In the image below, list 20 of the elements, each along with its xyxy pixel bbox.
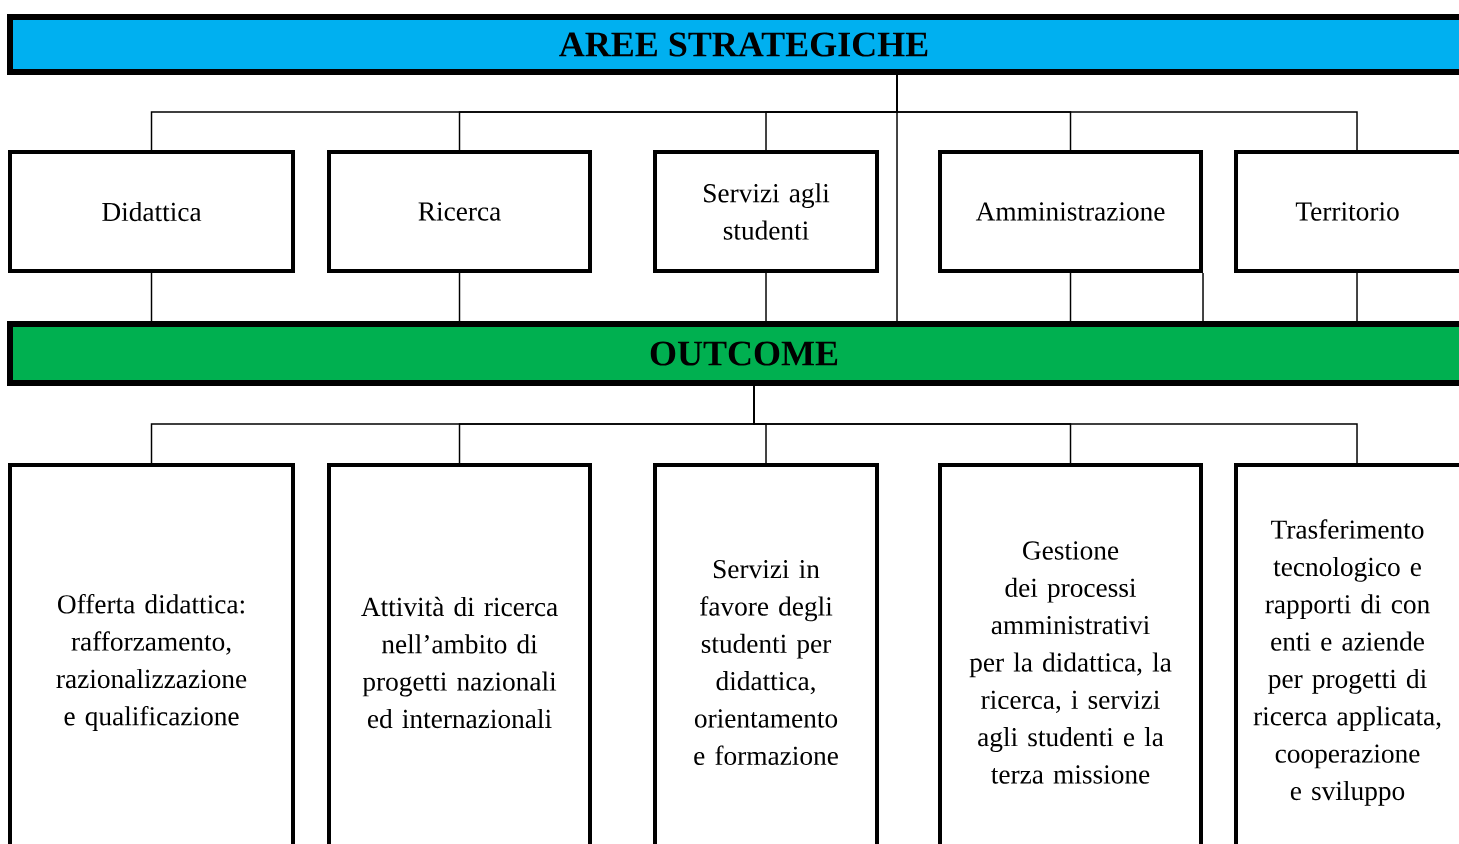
connector-line [753,385,1358,464]
text-box: Attività di ricerca nell’ambito di progetti nazionali ed internazionali [327,463,592,844]
text-box: Territorio [1234,150,1459,273]
header-band: AREE STRATEGICHE [7,14,1459,75]
text-box: Trasferimento tecnologico e rapporti di con enti e aziende per progetti di ricerca applicata, cooperazione e sviluppo [1234,463,1459,844]
text-box: Amministrazione [938,150,1203,273]
connector-line [896,74,898,322]
connector-line [458,272,461,322]
header-band: OUTCOME [7,321,1459,386]
connector-line [765,272,767,322]
text-box: Offerta didattica: rafforzamento, razionalizzazione e qualificazione [8,463,295,844]
text-box: Ricerca [327,150,592,273]
connector-line [1069,272,1072,322]
text-box: Servizi agli studenti [653,150,879,273]
connector-line [1356,272,1358,322]
connector-line [150,272,153,322]
text-box: Gestione dei processi amministrativi per la didattica, la ricerca, i servizi agli studenti e la terza missione [938,463,1203,844]
text-box: Didattica [8,150,295,273]
text-box: Servizi in favore degli studenti per didattica, orientamento e formazione [653,463,879,844]
connector-line [1202,272,1204,322]
